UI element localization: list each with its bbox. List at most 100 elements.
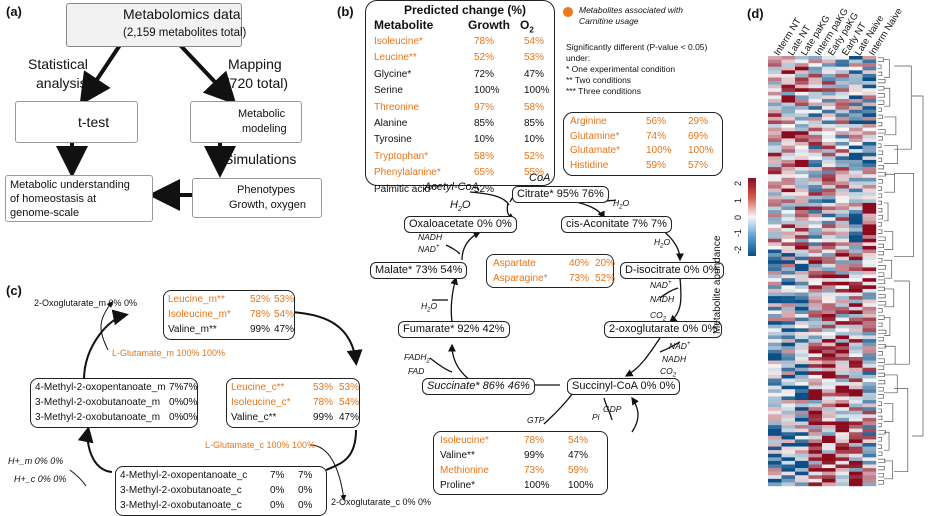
heatmap-cell	[862, 335, 877, 340]
heatmap-cell	[768, 360, 782, 365]
heatmap-cell	[781, 374, 796, 379]
heatmap-cell	[822, 428, 836, 433]
heatmap-cell	[795, 253, 809, 257]
heatmap-cell	[835, 56, 850, 60]
h-m-label: H+_m 0% 0%	[8, 456, 64, 466]
heatmap-cell	[835, 106, 850, 110]
heatmap-cell	[808, 213, 823, 218]
heatmap-cell	[808, 321, 823, 325]
heatmap-cell	[808, 199, 823, 204]
heatmap-cell	[849, 88, 863, 93]
heatmap-cell	[795, 145, 809, 150]
heatmap-cell	[862, 317, 877, 322]
heatmap-cell	[768, 281, 782, 286]
heatmap-cell	[822, 292, 836, 297]
heatmap-cell	[862, 464, 877, 469]
heatmap-cell	[781, 84, 796, 89]
heatmap-cell	[835, 446, 850, 451]
heatmap-cell	[795, 396, 809, 401]
heatmap-cell	[862, 482, 877, 487]
heatmap-cell	[795, 310, 809, 315]
heatmap-cell	[808, 278, 823, 282]
heatmap-cell	[781, 113, 796, 118]
heatmap-cell	[849, 70, 863, 75]
growth-value: 0%	[169, 397, 184, 408]
heatmap-cell	[822, 410, 836, 415]
heatmap-cell	[781, 149, 796, 153]
heatmap-cell	[808, 185, 823, 189]
heatmap-cell	[849, 299, 863, 304]
heatmap-cell	[822, 149, 836, 153]
heatmap-cell	[862, 457, 877, 462]
metabolite-name: Valine_m**	[168, 324, 217, 335]
heatmap-cell	[781, 428, 796, 433]
heatmap-cell	[849, 303, 863, 308]
heatmap-cell	[822, 142, 836, 146]
heatmap-cell	[835, 77, 850, 82]
heatmap-cell	[795, 407, 809, 411]
heatmap-cell	[849, 109, 863, 114]
heatmap-cell	[862, 99, 877, 103]
amino-acid-bottom-rows: Isoleucine*78%54%Valine**99%47%Methionin…	[440, 433, 604, 493]
heatmap-cell	[768, 353, 782, 358]
heatmap-cell	[781, 281, 796, 286]
heatmap-cell	[822, 414, 836, 419]
heatmap-cell	[768, 292, 782, 297]
heatmap-cell	[795, 102, 809, 107]
heatmap-cell	[808, 163, 823, 168]
heatmap-cell	[849, 188, 863, 193]
heatmap-cell	[808, 328, 823, 333]
heatmap-cell	[849, 152, 863, 157]
heatmap-cell	[849, 231, 863, 236]
heatmap-cell	[808, 296, 823, 300]
heatmap-cell	[768, 339, 782, 343]
heatmap-cell	[808, 253, 823, 257]
heatmap-cell	[768, 106, 782, 110]
heatmap-cell	[795, 217, 809, 222]
heatmap-cell	[768, 335, 782, 340]
heatmap-cell	[808, 281, 823, 286]
heatmap-cell	[808, 349, 823, 354]
heatmap-cell	[795, 249, 809, 254]
heatmap-cell	[862, 278, 877, 282]
heatmap-cell	[835, 210, 850, 214]
heatmap-cell	[835, 102, 850, 107]
heatmap-cell	[835, 378, 850, 383]
heatmap-cell	[849, 471, 863, 476]
heatmap-cell	[795, 371, 809, 376]
growth-value: 7%	[169, 382, 184, 393]
heatmap-cell	[849, 288, 863, 293]
h2o-label-1: H2O	[450, 199, 471, 214]
heatmap-cell	[862, 202, 877, 207]
heatmap-cell	[862, 260, 877, 265]
heatmap-cell	[808, 464, 823, 469]
heatmap-cell	[822, 224, 836, 229]
heatmap-cell	[862, 159, 877, 164]
heatmap-cell	[768, 192, 782, 196]
heatmap-cell	[808, 210, 823, 214]
heatmap-cell	[849, 450, 863, 454]
heatmap-cell	[849, 285, 863, 290]
metabolite-name: Isoleucine*	[440, 435, 489, 446]
table-row: Isoleucine*78%54%	[374, 34, 554, 50]
heatmap-cell	[862, 303, 877, 308]
heatmap-cell	[862, 346, 877, 351]
bcaa-cofactor-arrows	[69, 301, 347, 501]
o2-value: 53%	[274, 294, 295, 305]
heatmap-cell	[822, 242, 836, 247]
heatmap-cell	[822, 364, 836, 368]
heatmap-cell	[822, 403, 836, 408]
heatmap-cell	[795, 464, 809, 469]
heatmap-cell	[835, 407, 850, 411]
amino-acid-bottom-table: Isoleucine*78%54%Valine**99%47%Methionin…	[433, 431, 608, 495]
heatmap-cell	[795, 389, 809, 394]
table-row: Isoleucine_c*78%54%	[231, 395, 361, 410]
metabolite-name: Threonine	[374, 101, 420, 113]
heatmap-cell	[781, 443, 796, 447]
growth-value: 52%	[474, 183, 495, 195]
o2-value: 47%	[568, 450, 589, 461]
heatmap-cell	[822, 439, 836, 444]
heatmap-cell	[781, 367, 796, 372]
heatmap-cell	[768, 213, 782, 218]
